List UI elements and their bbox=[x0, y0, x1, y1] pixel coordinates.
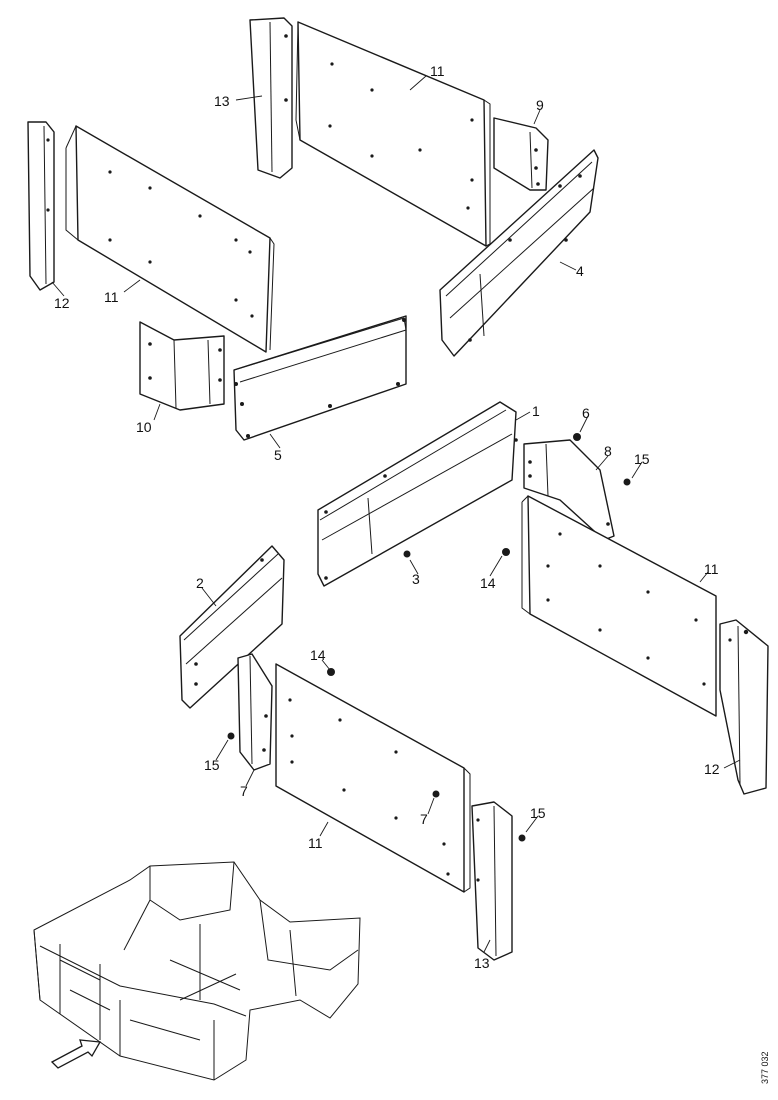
view-direction-arrow-icon bbox=[50, 1039, 102, 1069]
fastener-14-right bbox=[502, 548, 510, 556]
callout-7: 7 bbox=[240, 783, 248, 799]
callout-14: 14 bbox=[310, 647, 326, 663]
callout-11: 11 bbox=[704, 561, 719, 577]
callout-15: 15 bbox=[204, 757, 220, 773]
part-10-corner-bracket bbox=[139, 321, 225, 411]
callout-1: 1 bbox=[532, 403, 540, 419]
part-13-bottom-angle-post bbox=[471, 801, 513, 961]
part-4-channel-beam bbox=[439, 149, 599, 357]
callout-12: 12 bbox=[54, 295, 70, 311]
callout-8: 8 bbox=[604, 443, 612, 459]
fastener-7-right bbox=[432, 790, 440, 798]
callout-11: 11 bbox=[308, 835, 323, 851]
callout-14: 14 bbox=[480, 575, 496, 591]
fastener-6 bbox=[573, 433, 581, 441]
part-11-bottom-panel bbox=[275, 663, 471, 893]
part-1-channel-beam bbox=[317, 401, 518, 587]
callout-7: 7 bbox=[420, 811, 428, 827]
leader-lines bbox=[51, 75, 741, 953]
part-9-bracket bbox=[493, 117, 549, 191]
part-12-left-post bbox=[27, 121, 55, 291]
callout-9: 9 bbox=[536, 97, 544, 113]
callout-15: 15 bbox=[634, 451, 650, 467]
machine-frame-overview bbox=[33, 861, 361, 1081]
callout-10: 10 bbox=[136, 419, 152, 435]
fastener-14-lower bbox=[327, 668, 335, 676]
callout-3: 3 bbox=[412, 571, 420, 587]
fasteners bbox=[227, 433, 631, 842]
part-12-right-post bbox=[719, 619, 769, 795]
part-11-top-panel bbox=[295, 21, 491, 247]
part-5-flange-plate bbox=[233, 315, 407, 441]
part-2-channel-beam bbox=[179, 545, 285, 709]
callout-11: 11 bbox=[430, 63, 445, 79]
fastener-15-left bbox=[227, 732, 235, 740]
part-11-right-panel bbox=[521, 495, 717, 717]
drawing-code: 377 032 bbox=[760, 1051, 770, 1084]
callout-13: 13 bbox=[474, 955, 490, 971]
callout-4: 4 bbox=[576, 263, 584, 279]
part-7-small-plate bbox=[237, 653, 273, 771]
callout-13: 13 bbox=[214, 93, 230, 109]
part-11-left-panel bbox=[65, 125, 275, 353]
callout-15: 15 bbox=[530, 805, 546, 821]
part-13-top-angle-post bbox=[249, 17, 293, 179]
callout-labels: 13 11 9 4 12 11 10 5 1 6 8 15 3 14 11 2 … bbox=[54, 63, 720, 971]
part-8-shaped-bracket bbox=[523, 439, 615, 541]
callout-6: 6 bbox=[582, 405, 590, 421]
fastener-3 bbox=[403, 550, 411, 558]
callout-2: 2 bbox=[196, 575, 204, 591]
callout-5: 5 bbox=[274, 447, 282, 463]
callout-12: 12 bbox=[704, 761, 720, 777]
fastener-15-lower bbox=[518, 834, 526, 842]
fastener-15-upper bbox=[623, 478, 631, 486]
callout-11: 11 bbox=[104, 289, 119, 305]
